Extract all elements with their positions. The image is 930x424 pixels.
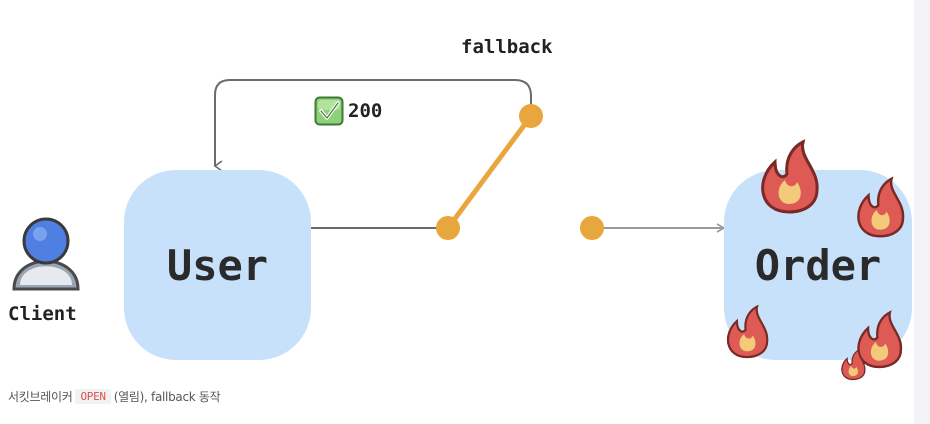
- client-label: Client: [8, 303, 77, 325]
- switch-right-contact-dot: [580, 216, 604, 240]
- user-service-node: User: [124, 170, 311, 360]
- fallback-label: fallback: [461, 36, 553, 58]
- caption-suffix: (열림), fallback 동작: [113, 390, 221, 404]
- status-code: 200: [348, 100, 383, 122]
- fallback-path: [213, 79, 532, 172]
- user-service-label: User: [166, 240, 269, 290]
- person-icon: [12, 217, 80, 291]
- figure-caption: 서킷브레이커 OPEN (열림), fallback 동작: [8, 388, 221, 405]
- switch-arm: [445, 113, 534, 231]
- switch-pivot-dot: [436, 216, 460, 240]
- status-badge: 200: [314, 96, 382, 126]
- caption-prefix: 서킷브레이커: [8, 390, 73, 404]
- switch-top-dot: [519, 104, 543, 128]
- order-service-node: Order: [724, 170, 912, 360]
- order-service-label: Order: [754, 240, 882, 290]
- page-edge-strip: [914, 0, 930, 424]
- caption-code: OPEN: [75, 389, 111, 404]
- check-mark-icon: [314, 96, 344, 126]
